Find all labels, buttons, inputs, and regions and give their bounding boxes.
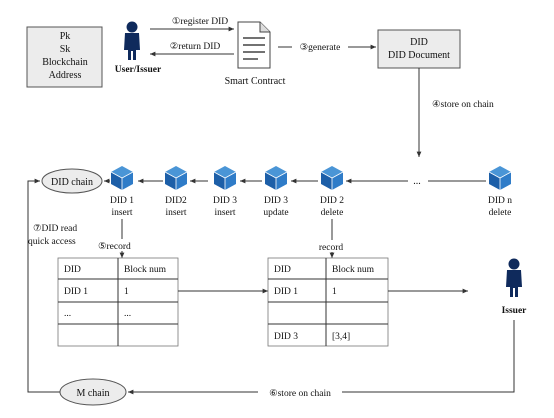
block-2-name: DID2 <box>165 196 187 206</box>
key-address-label: Address <box>49 70 82 81</box>
did-read-arrow <box>27 178 60 393</box>
table-cell: DID 1 <box>274 287 298 297</box>
block-3-name: DID 3 <box>213 196 237 206</box>
key-sk-label: Sk <box>60 44 71 55</box>
record-step-label: ⑤record <box>98 241 131 252</box>
block-3-op: insert <box>214 208 235 218</box>
key-info-box <box>26 26 103 88</box>
block-cube-icon <box>264 165 288 191</box>
block-5-name: DID 2 <box>320 196 344 206</box>
block-5-op: delete <box>321 208 344 218</box>
table-cell: ... <box>124 309 131 319</box>
block-4: DID 3 update <box>263 165 289 218</box>
block-cube-icon <box>110 165 134 191</box>
block-1-op: insert <box>111 208 132 218</box>
did-chain-node <box>41 168 103 194</box>
table-left-header-did: DID <box>64 265 81 275</box>
table-cell: DID 3 <box>274 332 298 342</box>
block-4-op: update <box>263 208 288 218</box>
store-on-m-chain-arrow <box>128 320 515 395</box>
block-1: DID 1 insert <box>110 165 134 218</box>
key-blockchain-label: Blockchain <box>42 57 88 68</box>
store-on-m-chain-step-label: ⑥store on chain <box>269 388 331 399</box>
return-step-label: ②return DID <box>170 41 221 52</box>
store-on-chain-step-label: ④store on chain <box>432 99 494 110</box>
block-4-name: DID 3 <box>264 196 288 206</box>
table-cell: ... <box>64 309 71 319</box>
smart-contract-label: Smart Contract <box>225 76 286 87</box>
user-issuer-label: User/Issuer <box>115 65 162 75</box>
chain-ellipsis: ... <box>413 176 421 187</box>
quick-access-label: quick access <box>28 237 76 247</box>
did-read-step-label: ⑦DID read <box>33 223 77 234</box>
did-index-table-right: DID Block num DID 1 1 DID 3 [3,4] <box>267 257 389 347</box>
key-pk-label: Pk <box>60 31 71 42</box>
record-right-label: record <box>319 243 344 253</box>
block-cube-icon <box>320 165 344 191</box>
issuer-person-icon <box>506 258 522 297</box>
block-cube-icon <box>213 165 237 191</box>
table-cell: 1 <box>124 287 129 297</box>
block-2: DID2 insert <box>164 165 188 218</box>
block-3: DID 3 insert <box>213 165 237 218</box>
smart-contract-document-icon <box>237 21 271 69</box>
generate-step-label: ③generate <box>300 42 341 53</box>
issuer-label: Issuer <box>502 306 528 316</box>
block-n: DID n delete <box>488 165 512 218</box>
m-chain-label: M chain <box>76 388 109 399</box>
block-1-name: DID 1 <box>110 196 134 206</box>
table-cell: DID 1 <box>64 287 88 297</box>
table-cell: [3,4] <box>332 332 350 342</box>
did-index-table-left: DID Block num DID 1 1 ... ... <box>57 257 179 347</box>
did-document-title: DID <box>410 37 428 48</box>
did-chain-label: DID chain <box>51 177 93 188</box>
table-left-header-block: Block num <box>124 265 167 275</box>
table-right-header-block: Block num <box>332 265 375 275</box>
did-document-box <box>377 29 461 69</box>
register-step-label: ①register DID <box>172 16 228 27</box>
block-n-op: delete <box>489 208 512 218</box>
block-cube-icon <box>164 165 188 191</box>
block-cube-icon <box>488 165 512 191</box>
user-issuer-person-icon <box>124 21 140 60</box>
table-cell: 1 <box>332 287 337 297</box>
block-5: DID 2 delete <box>320 165 344 218</box>
block-n-name: DID n <box>488 196 512 206</box>
did-document-subtitle: DID Document <box>388 50 450 61</box>
block-2-op: insert <box>165 208 186 218</box>
table-right-header-did: DID <box>274 265 291 275</box>
